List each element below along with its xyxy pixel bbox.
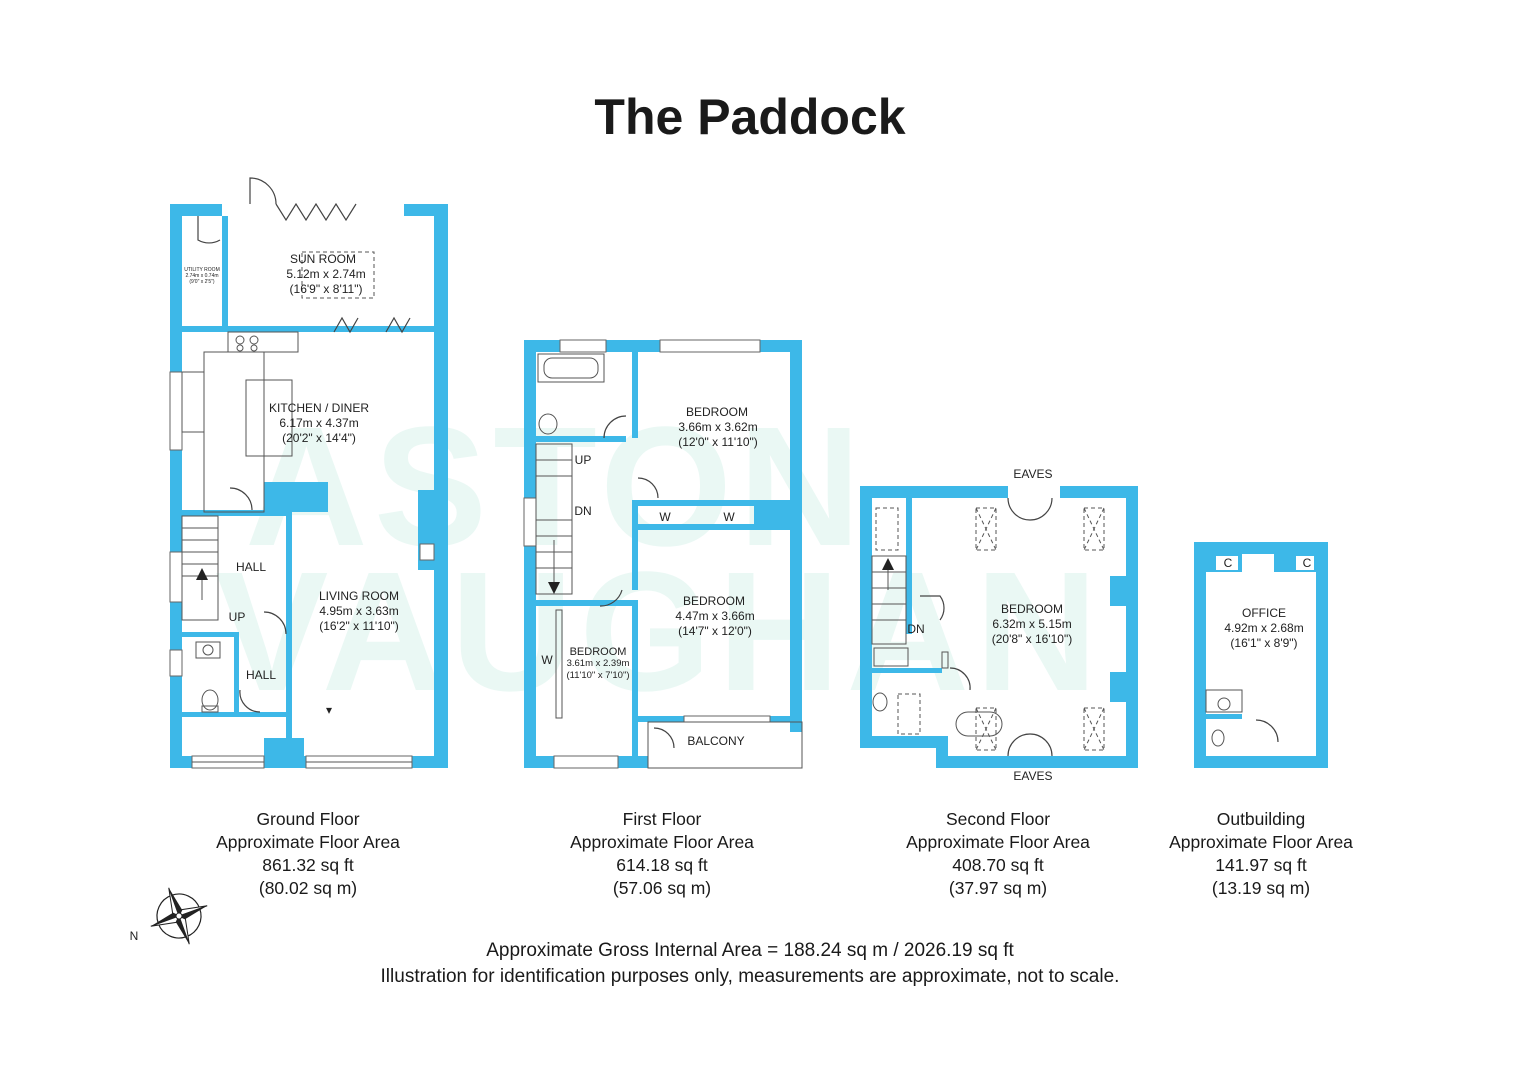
cupboard-label-2: C xyxy=(1303,556,1312,570)
bedroom-3-metric: 3.61m x 2.39m xyxy=(567,658,630,669)
floor-area-sqm: (13.19 sq m) xyxy=(1211,878,1311,898)
dn-label-second: DN xyxy=(907,622,924,636)
eaves-top-label: EAVES xyxy=(1013,467,1052,481)
living-room-metric: 4.95m x 3.63m xyxy=(319,604,398,618)
floor-name: Outbuilding xyxy=(1216,809,1306,829)
floor-area-sqft: 614.18 sq ft xyxy=(616,855,708,875)
disclaimer-text: Illustration for identification purposes… xyxy=(380,966,1120,987)
utility-room-metric: 2.74m x 0.74m xyxy=(185,273,218,279)
up-label-ground: UP xyxy=(229,610,246,624)
floor-area-sqm: (37.97 sq m) xyxy=(948,878,1048,898)
floor-area-sqft: 141.97 sq ft xyxy=(1215,855,1307,875)
office-metric: 4.92m x 2.68m xyxy=(1224,621,1303,635)
bedroom-3-imperial: (11'10" x 7'10") xyxy=(566,670,629,681)
first-floor-plan xyxy=(523,339,803,769)
living-room-label: LIVING ROOM xyxy=(319,589,399,603)
dn-label-first: DN xyxy=(574,504,591,518)
bedroom-2-label: BEDROOM xyxy=(683,594,745,608)
compass-north-label: N xyxy=(130,929,139,943)
cupboard-label-1: C xyxy=(1224,556,1233,570)
watermark-line-2: VAUGHAN xyxy=(215,537,1104,727)
eaves-bottom-label: EAVES xyxy=(1013,769,1052,783)
ground-floor-plan: ▾ xyxy=(169,177,448,769)
hall-label-1: HALL xyxy=(236,560,266,574)
wardrobe-label-1: W xyxy=(659,510,671,524)
bedroom-1-label: BEDROOM xyxy=(686,405,748,419)
compass-rose-icon xyxy=(150,887,208,945)
second-floor-area: Second Floor Approximate Floor Area 408.… xyxy=(848,808,1148,900)
svg-text:▾: ▾ xyxy=(326,703,332,717)
floor-name: Second Floor xyxy=(945,809,1051,829)
kitchen-label: KITCHEN / DINER xyxy=(269,401,369,415)
floor-area-sqft: 861.32 sq ft xyxy=(262,855,354,875)
sun-room-metric: 5.12m x 2.74m xyxy=(286,267,365,281)
floor-area-sqft: 408.70 sq ft xyxy=(952,855,1044,875)
page-title: The Paddock xyxy=(594,89,906,145)
sun-room-label: SUN ROOM xyxy=(290,252,356,266)
office-label: OFFICE xyxy=(1242,606,1286,620)
balcony-label: BALCONY xyxy=(687,734,744,748)
bedroom-1-imperial: (12'0" x 11'10") xyxy=(678,435,758,449)
watermark-line-1: ASTON xyxy=(245,392,867,582)
second-bedroom-imperial: (20'8" x 16'10") xyxy=(992,632,1072,646)
bedroom-2-metric: 4.47m x 3.66m xyxy=(675,609,754,623)
second-floor-plan xyxy=(860,486,1138,768)
up-label-first: UP xyxy=(575,453,592,467)
outbuilding-area: Outbuilding Approximate Floor Area 141.9… xyxy=(1111,808,1411,900)
bedroom-3-label: BEDROOM xyxy=(570,646,627,658)
wardrobe-label-3: W xyxy=(541,653,553,667)
office-imperial: (16'1" x 8'9") xyxy=(1230,636,1297,650)
bedroom-1-metric: 3.66m x 3.62m xyxy=(678,420,757,434)
gross-internal-area: Approximate Gross Internal Area = 188.24… xyxy=(486,940,1014,961)
outbuilding-plan xyxy=(1194,542,1328,768)
bedroom-2-imperial: (14'7" x 12'0") xyxy=(678,624,752,638)
floor-area-label: Approximate Floor Area xyxy=(570,832,754,852)
kitchen-imperial: (20'2" x 14'4") xyxy=(282,431,356,445)
first-floor-area: First Floor Approximate Floor Area 614.1… xyxy=(512,808,812,900)
utility-room-imperial: (9'0" x 2'5") xyxy=(189,279,215,285)
living-room-imperial: (16'2" x 11'10") xyxy=(319,619,399,633)
floor-area-label: Approximate Floor Area xyxy=(906,832,1090,852)
kitchen-metric: 6.17m x 4.37m xyxy=(279,416,358,430)
floor-area-sqm: (57.06 sq m) xyxy=(612,878,712,898)
hall-label-2: HALL xyxy=(246,668,276,682)
floor-name: Ground Floor xyxy=(256,809,360,829)
sun-room-imperial: (16'9" x 8'11") xyxy=(290,282,363,296)
floor-area-sqm: (80.02 sq m) xyxy=(258,878,358,898)
floor-name: First Floor xyxy=(622,809,702,829)
wardrobe-label-2: W xyxy=(723,510,735,524)
second-bedroom-metric: 6.32m x 5.15m xyxy=(992,617,1071,631)
floor-area-label: Approximate Floor Area xyxy=(1169,832,1353,852)
utility-room-label: UTILITY ROOM xyxy=(184,267,219,273)
floor-area-label: Approximate Floor Area xyxy=(216,832,400,852)
second-bedroom-label: BEDROOM xyxy=(1001,602,1063,616)
ground-floor-area: Ground Floor Approximate Floor Area 861.… xyxy=(158,808,458,900)
